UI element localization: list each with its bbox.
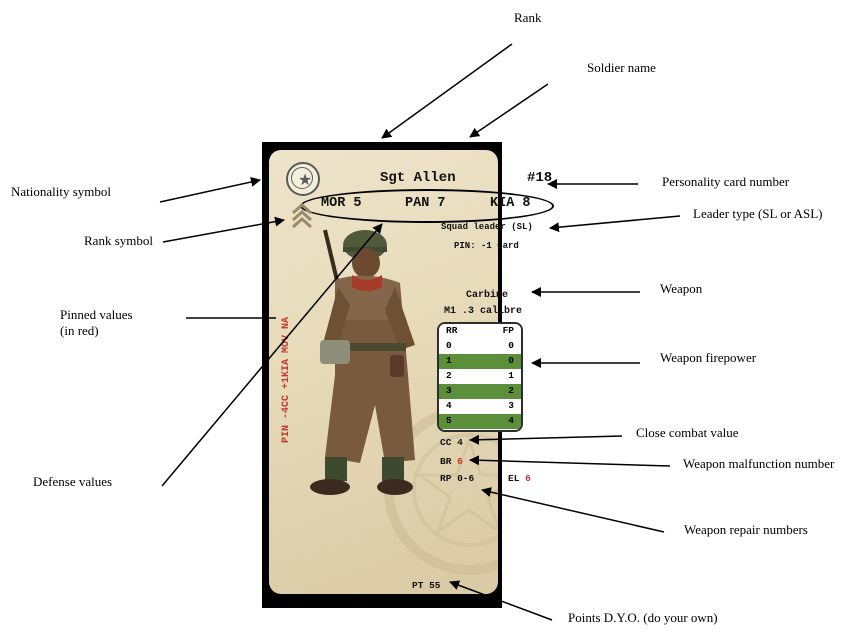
arrow-points bbox=[449, 580, 553, 621]
firepower-header: RR FP bbox=[439, 324, 521, 339]
kia-value: KIA 8 bbox=[490, 196, 531, 211]
label-close-combat: Close combat value bbox=[636, 425, 739, 440]
fp-value: 0 bbox=[508, 340, 514, 351]
firepower-row: 3 2 bbox=[439, 384, 521, 399]
rank-chevron-icon bbox=[292, 203, 312, 229]
label-rank: Rank bbox=[514, 10, 542, 25]
firepower-table: RR FP 0 0 1 0 2 1 3 2 4 3 5 4 bbox=[437, 322, 523, 432]
panic-value: PAN 7 bbox=[405, 196, 446, 211]
repair-value: RP 0-6 bbox=[440, 473, 475, 484]
rr-value: 2 bbox=[446, 370, 452, 381]
firepower-row: 1 0 bbox=[439, 354, 521, 369]
rr-value: 4 bbox=[446, 400, 452, 411]
label-weapon-firepower: Weapon firepower bbox=[660, 350, 757, 365]
malfunction-value: BR 6 bbox=[440, 456, 463, 467]
soldier-name: Sgt Allen bbox=[380, 170, 456, 186]
weapon-name: Carbine bbox=[466, 290, 509, 301]
firepower-row: 2 1 bbox=[439, 369, 521, 384]
label-card-number: Personality card number bbox=[662, 174, 790, 189]
rr-value: 0 bbox=[446, 340, 452, 351]
label-malfunction: Weapon malfunction number bbox=[683, 456, 835, 471]
label-weapon: Weapon bbox=[660, 281, 703, 296]
firepower-row: 4 3 bbox=[439, 399, 521, 414]
arrow-repair bbox=[481, 487, 665, 533]
label-pinned-values-1: Pinned values bbox=[60, 307, 133, 322]
fp-header: FP bbox=[502, 325, 514, 336]
rr-header: RR bbox=[446, 325, 458, 336]
firepower-row: 0 0 bbox=[439, 339, 521, 354]
weapon-type: M1 .3 calibre bbox=[444, 306, 523, 317]
close-combat-value: CC 4 bbox=[440, 437, 463, 448]
pin-effect: PIN: -1 Card bbox=[454, 241, 519, 251]
arrow-rank-symbol bbox=[162, 216, 285, 243]
arrow-rank bbox=[381, 43, 513, 139]
arrow-defense-values bbox=[161, 223, 383, 487]
arrow-soldier-name bbox=[469, 83, 549, 138]
firepower-row: 5 4 bbox=[439, 414, 521, 429]
arrow-close-combat bbox=[469, 434, 623, 445]
label-soldier-name: Soldier name bbox=[587, 60, 656, 75]
rr-value: 3 bbox=[446, 385, 452, 396]
label-defense-values: Defense values bbox=[33, 474, 113, 489]
leader-type: Squad leader (SL) bbox=[441, 222, 533, 232]
arrow-malfunction bbox=[469, 455, 671, 467]
label-leader-type: Leader type (SL or ASL) bbox=[693, 206, 823, 221]
morale-value: MOR 5 bbox=[321, 196, 362, 211]
rr-value: 1 bbox=[446, 355, 452, 366]
arrow-nationality bbox=[159, 177, 261, 203]
fp-value: 3 bbox=[508, 400, 514, 411]
fp-value: 4 bbox=[508, 415, 514, 426]
fp-value: 1 bbox=[508, 370, 514, 381]
card-number: #18 bbox=[527, 170, 553, 186]
soldier-illustration bbox=[310, 229, 415, 495]
label-repair-numbers: Weapon repair numbers bbox=[684, 522, 808, 537]
eliminated-value: EL 6 bbox=[508, 473, 531, 484]
fp-value: 2 bbox=[508, 385, 514, 396]
label-points: Points D.Y.O. (do your own) bbox=[568, 610, 718, 625]
rr-value: 5 bbox=[446, 415, 452, 426]
fp-value: 0 bbox=[508, 355, 514, 366]
points-value: PT 55 bbox=[412, 580, 441, 591]
arrow-leader-type bbox=[549, 215, 681, 233]
label-pinned-values-2: (in red) bbox=[60, 323, 99, 338]
label-rank-symbol: Rank symbol bbox=[84, 233, 153, 248]
nationality-star-icon: ★ bbox=[286, 162, 320, 196]
label-nationality-symbol: Nationality symbol bbox=[11, 184, 112, 199]
